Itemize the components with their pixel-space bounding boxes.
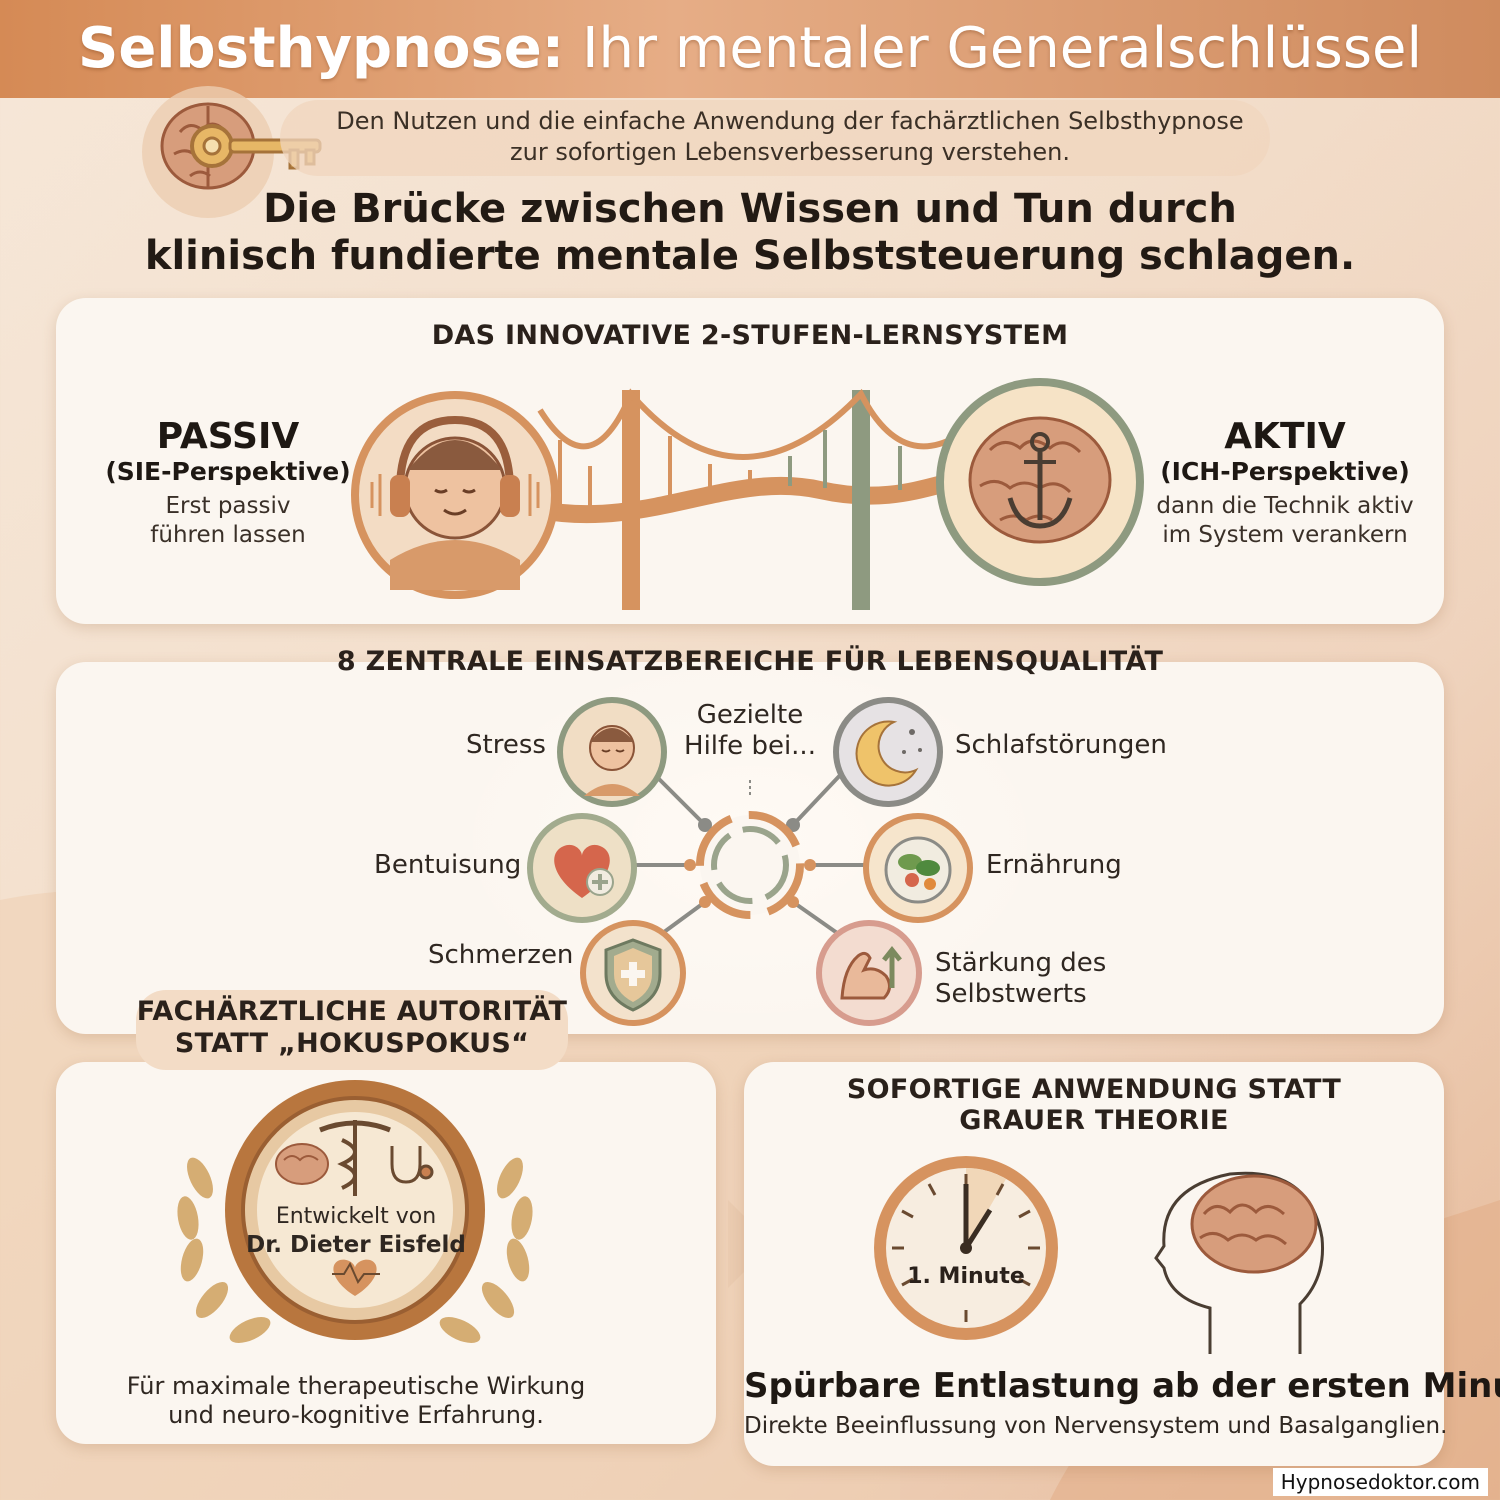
- relief-headline: Spürbare Entlastung ab der ersten Minute…: [744, 1366, 1500, 1406]
- clock-label: 1. Minute: [907, 1264, 1025, 1289]
- authority-title: FACHÄRZTLICHE AUTORITÄT STATT „HOKUSPOKU…: [136, 996, 568, 1060]
- passive-desc-2: führen lassen: [150, 522, 306, 548]
- title-bold: Selbsthypnose:: [77, 16, 565, 81]
- stethoscope-icon: [390, 1146, 434, 1184]
- center-label: Gezielte Hilfe bei...: [660, 700, 840, 762]
- application-title: SOFORTIGE ANWENDUNG STATT GRAUER THEORIE: [744, 1074, 1444, 1136]
- laurel-icon: [177, 1157, 533, 1343]
- seal-line-1: Entwickelt von: [275, 1204, 437, 1229]
- application-title-1: SOFORTIGE ANWENDUNG STATT: [846, 1074, 1342, 1105]
- seal-line-2: Dr. Dieter Eisfeld: [246, 1232, 466, 1258]
- center-label-2: Hilfe bei...: [684, 731, 816, 761]
- passive-block: PASSIV (SIE-Perspektive) Erst passiv füh…: [100, 416, 356, 550]
- learning-system-panel: [56, 298, 1444, 624]
- areas-network: [630, 768, 865, 937]
- headphones-person-icon: [351, 391, 559, 599]
- active-block: AKTIV (ICH-Perspektive) dann die Technik…: [1140, 416, 1430, 550]
- authority-desc-1: Für maximale therapeutische Wirkung: [126, 1372, 586, 1400]
- heart-icon: [527, 813, 637, 923]
- stress-icon: [557, 697, 667, 807]
- head-brain-icon: [1154, 1171, 1325, 1354]
- title-rest: Ihr mentaler Generalschlüssel: [582, 16, 1422, 81]
- title-bar: [0, 0, 1500, 98]
- page-title: Selbsthypnose: Ihr mentaler Generalschlü…: [0, 14, 1500, 84]
- moon-icon: [833, 697, 943, 807]
- relief-desc: Direkte Beeinflussung von Nervensystem u…: [744, 1413, 1448, 1439]
- bridge-illustration: [351, 378, 1144, 610]
- authority-title-tab: [136, 990, 568, 1070]
- subtitle: Den Nutzen und die einfache Anwendung de…: [300, 106, 1280, 168]
- label-pain: Schmerzen: [428, 940, 574, 970]
- bridge-icon: [531, 388, 999, 610]
- center-label-1: Gezielte: [696, 700, 804, 730]
- headline-line-2: klinisch fundierte mentale Selbststeueru…: [144, 233, 1356, 279]
- active-word: AKTIV: [1224, 416, 1346, 457]
- label-stress: Stress: [466, 730, 546, 760]
- authority-desc-2: und neuro-kognitive Erfahrung.: [168, 1401, 544, 1429]
- passive-desc-1: Erst passiv: [165, 493, 291, 519]
- caduceus-icon: [319, 1120, 391, 1196]
- authority-desc: Für maximale therapeutische Wirkung und …: [76, 1372, 636, 1430]
- subtitle-line-1: Den Nutzen und die einfache Anwendung de…: [336, 107, 1244, 135]
- passive-perspective: (SIE-Perspektive): [105, 457, 351, 486]
- brain-icon: [275, 1143, 329, 1185]
- seal-illustration: [177, 1080, 533, 1343]
- subtitle-box: [280, 100, 1270, 176]
- label-selfworth: Stärkung des Selbstwerts: [935, 948, 1106, 1010]
- headline-line-1: Die Brücke zwischen Wissen und Tun durch: [263, 186, 1237, 232]
- learning-system-title: DAS INNOVATIVE 2-STUFEN-LERNSYSTEM: [431, 320, 1069, 351]
- salad-icon: [863, 813, 973, 923]
- subtitle-line-2: zur sofortigen Lebensverbesserung verste…: [510, 138, 1070, 166]
- authority-title-1: FACHÄRZTLICHE AUTORITÄT: [136, 996, 568, 1027]
- active-desc-2: im System verankern: [1162, 522, 1408, 548]
- clock-icon: [874, 1156, 1058, 1340]
- label-relax: Bentuisung: [374, 850, 522, 880]
- heart-pulse-icon: [332, 1259, 380, 1296]
- label-selfworth-2: Selbstwerts: [935, 979, 1087, 1009]
- muscle-arm-icon: [816, 920, 922, 1026]
- active-perspective: (ICH-Perspektive): [1160, 457, 1410, 486]
- authority-title-2: STATT „HOKUSPOKUS“: [174, 1028, 530, 1059]
- label-sleep: Schlafstörungen: [955, 730, 1167, 760]
- headline: Die Brücke zwischen Wissen und Tun durch…: [100, 186, 1400, 280]
- label-selfworth-1: Stärkung des: [935, 948, 1107, 978]
- application-title-2: GRAUER THEORIE: [959, 1105, 1229, 1136]
- site-url[interactable]: Hypnosedoktor.com: [1272, 1468, 1488, 1496]
- areas-title: 8 ZENTRALE EINSATZBEREICHE FÜR LEBENSQUA…: [336, 646, 1164, 677]
- active-desc-1: dann die Technik aktiv: [1156, 493, 1414, 519]
- passive-word: PASSIV: [156, 416, 300, 457]
- shield-icon: [580, 920, 686, 1026]
- brain-anchor-icon: [936, 378, 1144, 586]
- application-panel: [744, 1062, 1444, 1466]
- seal-text: Entwickelt von Dr. Dieter Eisfeld: [236, 1202, 476, 1260]
- label-nutrition: Ernährung: [986, 850, 1122, 880]
